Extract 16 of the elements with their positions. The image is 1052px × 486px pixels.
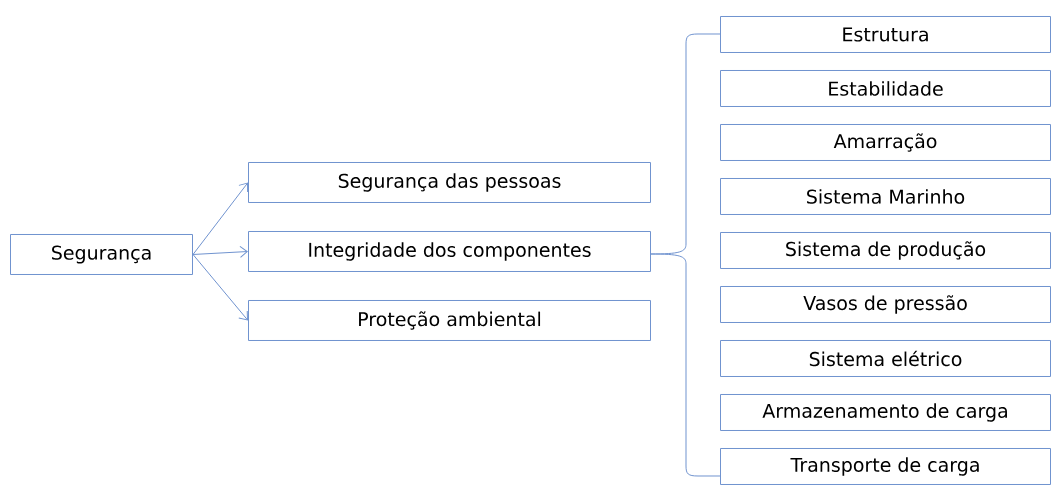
- label-box: Proteção ambiental: [248, 300, 651, 341]
- label-box: Sistema Marinho: [720, 178, 1051, 215]
- label-box: Segurança: [10, 234, 193, 275]
- label-box: Transporte de carga: [720, 448, 1051, 485]
- label-box: Sistema de produção: [720, 232, 1051, 269]
- label-box: Vasos de pressão: [720, 286, 1051, 323]
- label-box: Amarração: [720, 124, 1051, 161]
- label-box: Sistema elétrico: [720, 340, 1051, 377]
- arrow: [192, 254, 248, 321]
- label-box: Estabilidade: [720, 70, 1051, 107]
- label-box: Armazenamento de carga: [720, 394, 1051, 431]
- arrow: [192, 245, 248, 258]
- label-box: Integridade dos componentes: [248, 231, 651, 272]
- label-box: Estrutura: [720, 16, 1051, 53]
- arrow: [192, 182, 249, 255]
- label-box: Segurança das pessoas: [248, 162, 651, 203]
